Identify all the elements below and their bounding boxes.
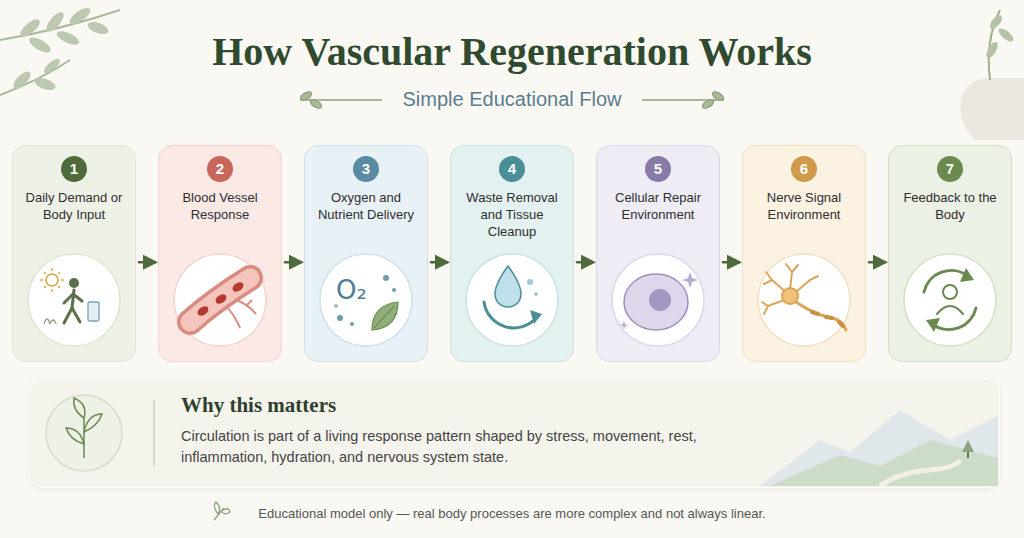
step-number: 1 (61, 156, 87, 182)
title: How Vascular Regeneration Works (0, 28, 1024, 75)
step-card: 1Daily Demand or Body Input (12, 145, 136, 362)
landscape (760, 410, 998, 486)
step-label: Daily Demand or Body Input (21, 190, 127, 224)
step-number: 6 (791, 156, 817, 182)
divider (153, 400, 155, 466)
flow-arrow (431, 261, 447, 264)
step-card: 6Nerve Signal Environment (742, 145, 866, 362)
step-label: Cellular Repair Environment (605, 190, 711, 224)
step-card: 7Feedback to the Body (888, 145, 1012, 362)
walker-icon (40, 268, 99, 324)
step-number: 4 (499, 156, 525, 182)
step-number: 3 (353, 156, 379, 182)
step-card: 3Oxygen and Nutrient Delivery (304, 145, 428, 362)
step-label: Oxygen and Nutrient Delivery (313, 190, 419, 224)
note-box: Why this mattersCirculation is part of a… (28, 378, 1000, 488)
flow-arrow (723, 261, 739, 264)
vessel-icon (190, 278, 256, 328)
cell-icon (619, 272, 698, 330)
neuron-icon (762, 264, 846, 330)
flow-arrow (869, 261, 885, 264)
step-card: 2Blood Vessel Response (158, 145, 282, 362)
flow-arrow (577, 261, 593, 264)
oxygen-symbol: O₂ (336, 276, 396, 305)
flow-arrow (139, 261, 155, 264)
step-label: Feedback to the Body (897, 190, 1003, 224)
flow-arrow (285, 261, 301, 264)
subtitle: Simple Educational Flow (312, 88, 712, 110)
note-body: Circulation is part of a living response… (181, 426, 739, 468)
sprout-icon (46, 395, 122, 471)
step-label: Waste Removal and Tissue Cleanup (459, 190, 565, 241)
step-number: 2 (207, 156, 233, 182)
caption: Educational model only — real body proce… (0, 506, 1024, 521)
note-heading: Why this matters (181, 393, 739, 418)
step-number: 7 (937, 156, 963, 182)
step-card: 4Waste Removal and Tissue Cleanup (450, 145, 574, 362)
step-label: Nerve Signal Environment (751, 190, 857, 224)
oxygen-icon (334, 275, 398, 330)
step-card: 5Cellular Repair Environment (596, 145, 720, 362)
footer-leaf (214, 502, 230, 520)
droplet-icon (484, 266, 542, 328)
feedback-icon (924, 268, 976, 332)
step-number: 5 (645, 156, 671, 182)
step-label: Blood Vessel Response (167, 190, 273, 224)
